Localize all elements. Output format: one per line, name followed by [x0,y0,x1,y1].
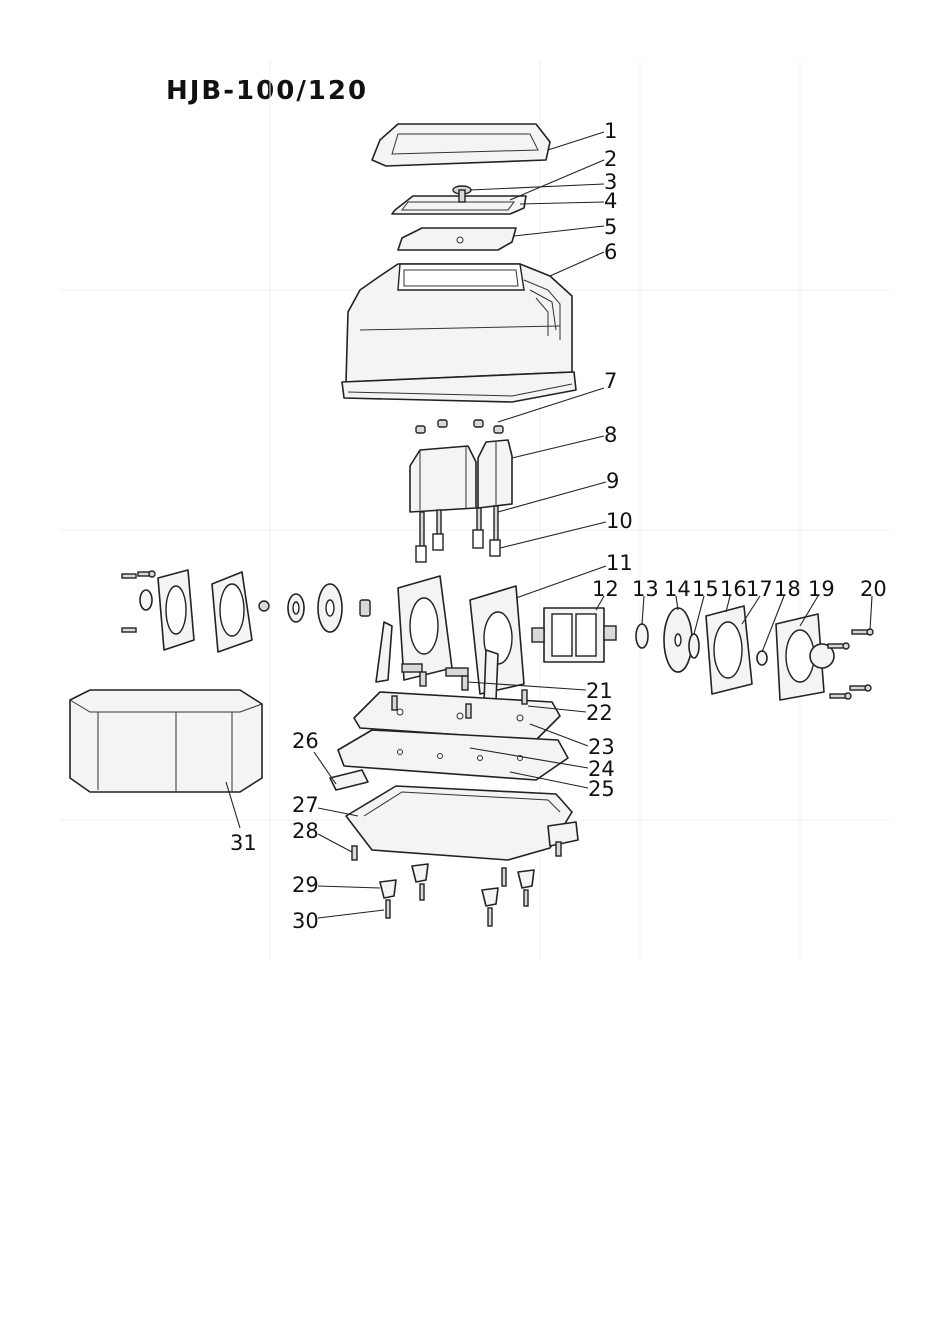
part-2-4-gasket-plate [392,186,526,214]
part-left-head-assembly [122,570,370,652]
callout-25: 25 [588,777,615,801]
callout-18: 18 [774,577,801,601]
callout-21: 21 [586,679,613,703]
callout-28: 28 [292,819,319,843]
part-8-electromagnet-left [410,446,476,512]
callout-5: 5 [604,215,617,239]
callout-12: 12 [592,577,619,601]
callout-26: 26 [292,729,319,753]
callout-10: 10 [606,509,633,533]
part-31-band [70,690,262,792]
callout-17: 17 [746,577,773,601]
callout-15: 15 [692,577,719,601]
callout-2: 2 [604,147,617,171]
part-20-screws [828,629,873,699]
part-6-housing [342,264,576,402]
callout-6: 6 [604,240,617,264]
callout-23: 23 [588,735,615,759]
part-1-top-cover [372,124,550,166]
callout-29: 29 [292,873,319,897]
callout-1: 1 [604,119,617,143]
callout-7: 7 [604,369,617,393]
part-12-magnet-block [532,608,616,662]
callout-20: 20 [860,577,887,601]
callout-9: 9 [606,469,619,493]
part-26-elbow-connector [330,770,368,790]
part-5-filter-pad [398,228,516,250]
part-27-bottom-case [346,786,578,860]
callout-22: 22 [586,701,613,725]
callout-13: 13 [632,577,659,601]
callout-4: 4 [604,189,617,213]
callout-14: 14 [664,577,691,601]
part-11-frame [376,576,524,702]
part-7-nuts [416,420,503,433]
part-13-19-right-head [636,606,834,700]
callout-16: 16 [720,577,747,601]
callout-11: 11 [606,551,633,575]
callout-27: 27 [292,793,319,817]
callout-19: 19 [808,577,835,601]
part-8-electromagnet-right [478,440,512,508]
part-9-10-bolts [416,506,500,562]
callout-31: 31 [230,831,257,855]
callout-30: 30 [292,909,319,933]
callout-8: 8 [604,423,617,447]
